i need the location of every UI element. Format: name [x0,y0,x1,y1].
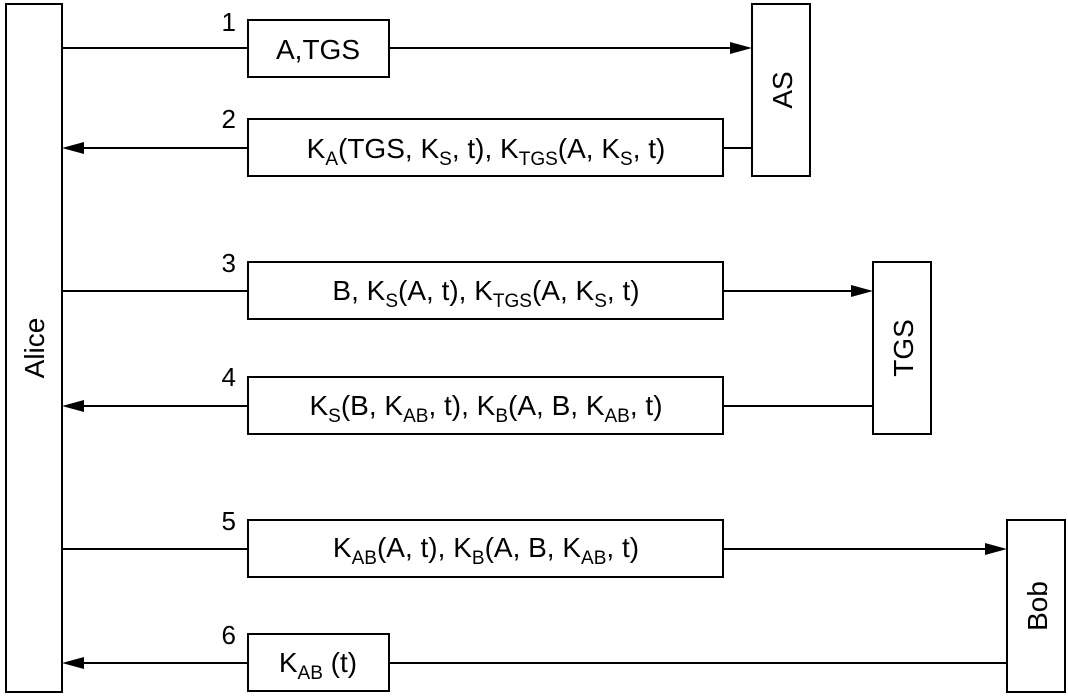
message-subscript: S [439,149,452,170]
message-6-label: KAB (t) [279,647,357,684]
message-text: , t) [606,532,639,563]
message-text: , t) [630,390,663,421]
message-text: (t) [323,647,357,678]
message-3-label: B, KS(A, t), KTGS(A, KS, t) [332,275,639,312]
message-3: B, KS(A, t), KTGS(A, KS, t) 3 [62,248,873,320]
message-text: (A, t), K [377,532,472,563]
message-4-label: KS(B, KAB, t), KB(A, B, KAB, t) [309,390,662,427]
message-subscript: TGS [519,149,558,170]
message-subscript: AB [298,663,323,684]
message-subscript: A [325,149,338,170]
participant-as: AS [751,3,811,177]
message-text: , t), K [452,133,519,164]
message-text: B, K [332,275,385,306]
step-number-6: 6 [222,620,236,650]
step-number-3: 3 [222,248,236,278]
message-1: A,TGS 1 [62,7,752,78]
alice-label: Alice [19,318,50,379]
message-subscript: AB [352,548,377,569]
arrowhead-right-icon [985,543,1007,555]
message-text: K [333,532,352,563]
step-number-2: 2 [222,104,236,134]
message-text: , t), K [428,390,495,421]
arrowhead-left-icon [62,657,84,669]
message-subscript: S [594,291,607,312]
arrowhead-right-icon [851,285,873,297]
message-text: (A, B, K [485,532,582,563]
message-subscript: B [495,406,508,427]
message-6: KAB (t) 6 [62,620,1007,692]
message-text: , t) [633,133,666,164]
tgs-label: TGS [888,319,919,377]
message-text: K [309,390,328,421]
message-text: A,TGS [276,34,360,65]
message-text: (B, K [341,390,404,421]
message-text: , t) [607,275,640,306]
message-text: (A, K [532,275,595,306]
message-subscript: S [620,149,633,170]
message-text: K [279,647,298,678]
message-subscript: AB [581,548,606,569]
participant-tgs: TGS [872,261,932,435]
message-text: (TGS, K [338,133,439,164]
as-label: AS [767,71,798,108]
message-subscript: S [328,406,341,427]
message-subscript: S [385,291,398,312]
arrowhead-left-icon [62,142,84,154]
message-4: KS(B, KAB, t), KB(A, B, KAB, t) 4 [62,362,873,435]
message-1-label: A,TGS [276,34,360,65]
bob-label: Bob [1022,581,1053,631]
step-number-4: 4 [222,362,236,392]
message-5-label: KAB(A, t), KB(A, B, KAB, t) [333,532,639,569]
message-subscript: B [472,548,485,569]
message-subscript: AB [605,406,630,427]
message-5: KAB(A, t), KB(A, B, KAB, t) 5 [62,506,1007,578]
message-subscript: AB [403,406,428,427]
message-2-label: KA(TGS, KS, t), KTGS(A, KS, t) [307,133,666,170]
message-text: (A, B, K [508,390,605,421]
message-2: KA(TGS, KS, t), KTGS(A, KS, t) 2 [62,104,752,177]
message-text: (A, K [558,133,621,164]
arrowhead-left-icon [62,400,84,412]
step-number-5: 5 [222,506,236,536]
message-text: K [307,133,326,164]
participant-bob: Bob [1006,519,1066,693]
message-subscript: TGS [493,291,532,312]
arrowhead-right-icon [730,42,752,54]
message-text: (A, t), K [398,275,493,306]
participant-alice: Alice [5,3,63,693]
step-number-1: 1 [222,7,236,37]
